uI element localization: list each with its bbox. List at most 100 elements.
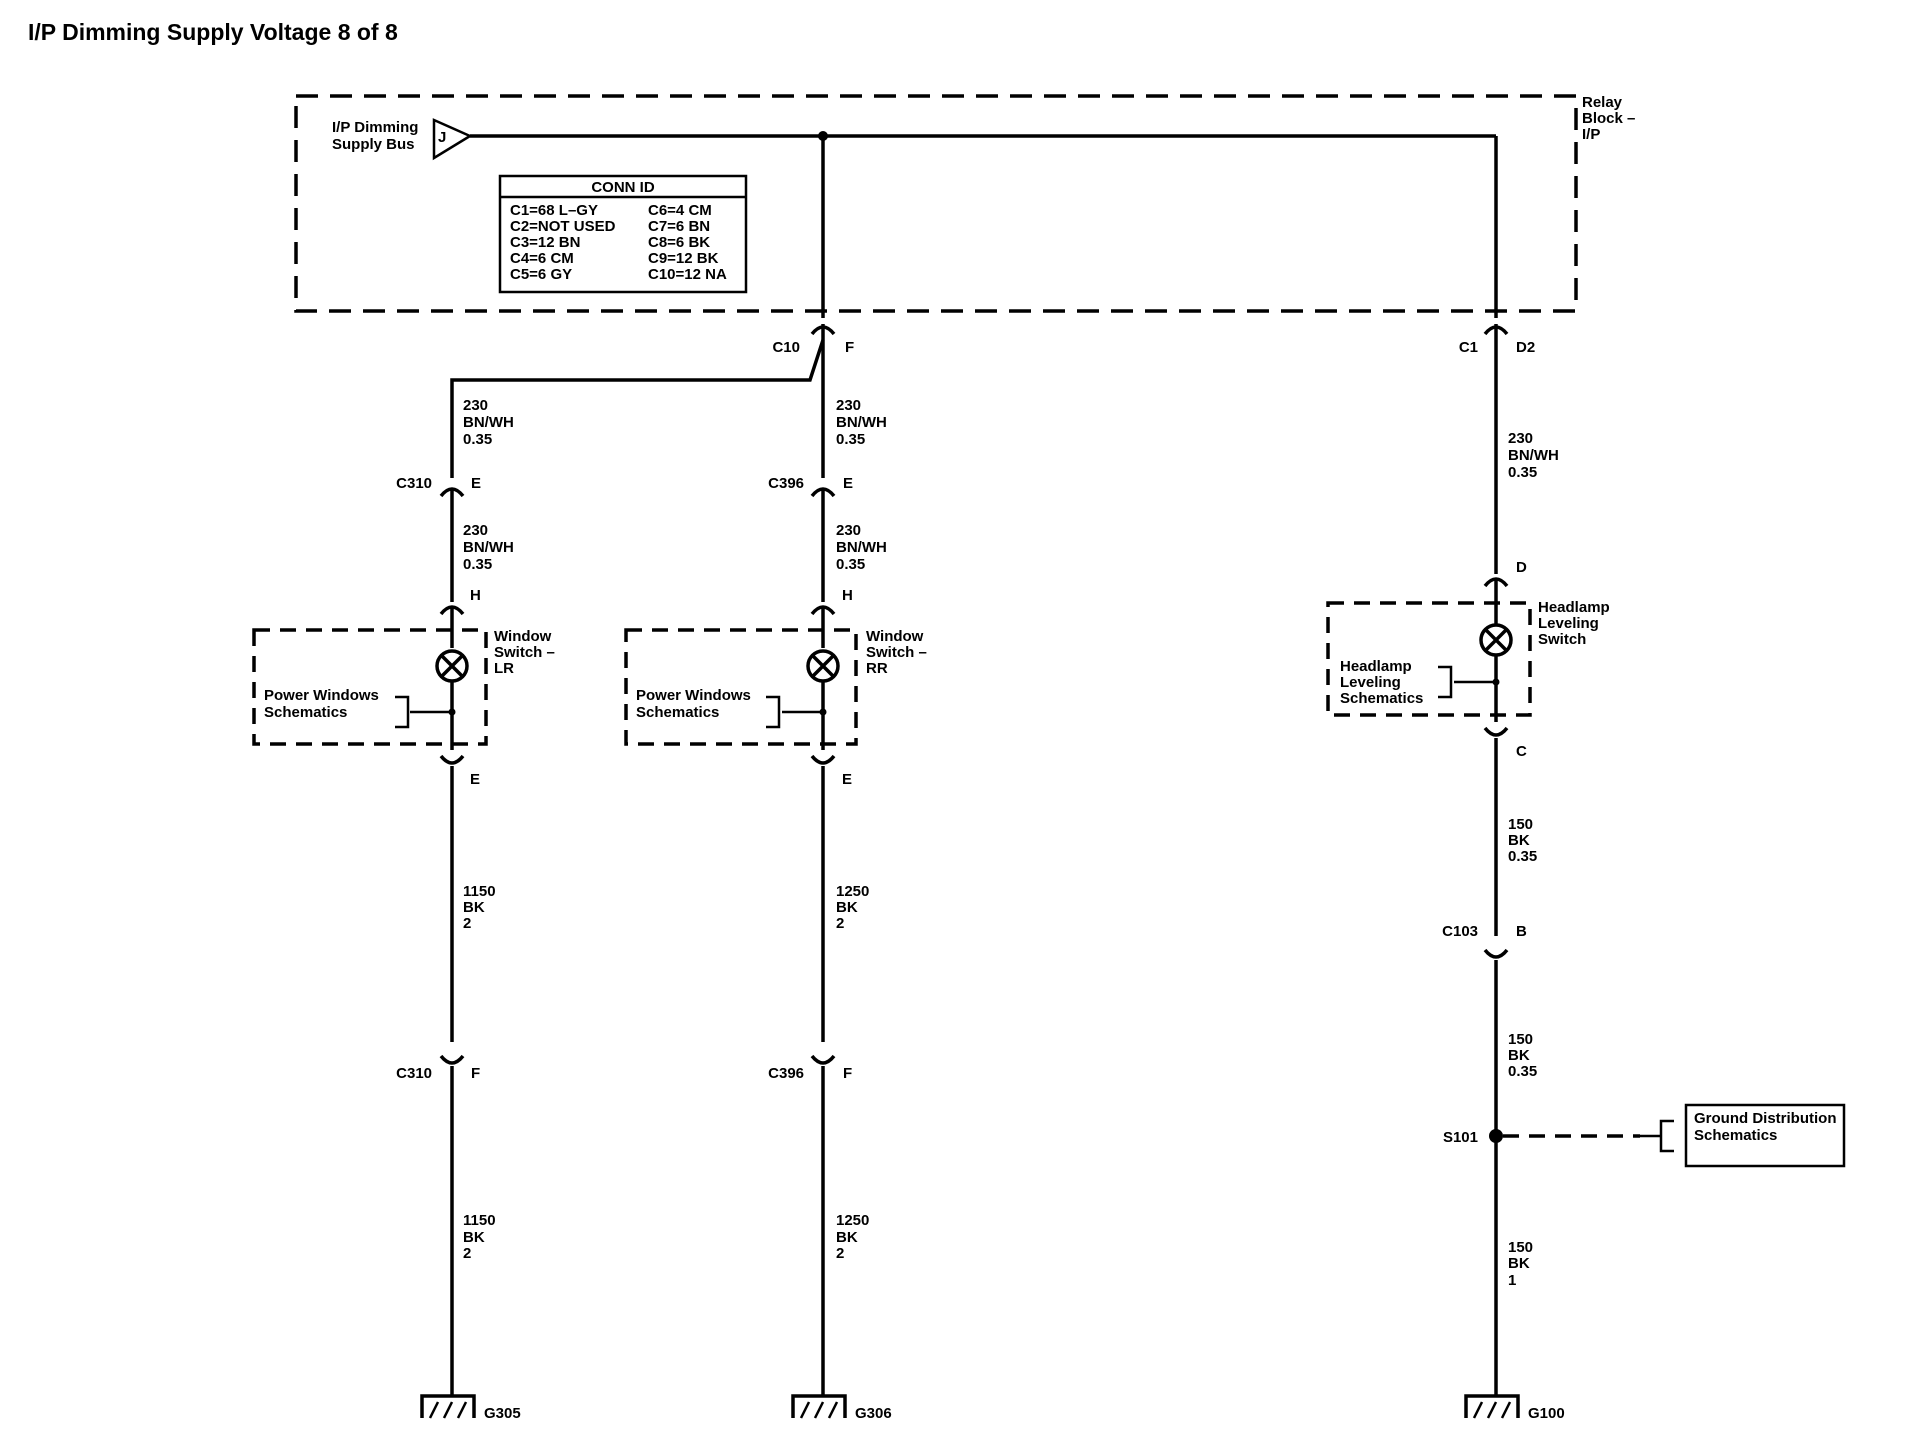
relay-block-outline: [294, 94, 1578, 313]
conn-id-c3: C3=12 BN: [510, 234, 580, 251]
c1-pin-label: D2: [1516, 339, 1535, 356]
rr-name-2: Switch –: [866, 644, 927, 661]
rr-ref-1: Power Windows: [636, 687, 751, 704]
rr-mid-size: 0.35: [836, 556, 865, 573]
g100-label: G100: [1528, 1405, 1565, 1422]
hl-ref-1: Headlamp: [1340, 658, 1412, 675]
hl-mid-circuit: 150: [1508, 1031, 1533, 1048]
window-switch-rr: Window Switch – RR Power Windows Schemat…: [624, 608, 927, 750]
rr-lower-circuit: 1250: [836, 883, 869, 900]
window-switch-lr: Window Switch – LR Power Windows Schemat…: [252, 608, 555, 750]
bus-pin-label: J: [438, 129, 446, 146]
connector-c103-b: C103 B: [1442, 923, 1527, 959]
lr-ground-size: 2: [463, 1245, 471, 1262]
hl-mid-size: 0.35: [1508, 1063, 1537, 1080]
lr-e-pin-label: E: [470, 771, 480, 788]
conn-id-c10: C10=12 NA: [648, 266, 727, 283]
hl-lower-circuit: 150: [1508, 816, 1533, 833]
rr-e-pin-label: E: [842, 771, 852, 788]
s101-label: S101: [1443, 1129, 1478, 1146]
connector-c396-e: C396 E: [768, 475, 853, 498]
connector-c310-f: C310 F: [396, 1054, 480, 1082]
lr-lower-circuit: 1150: [463, 883, 496, 900]
connector-rr-e: E: [810, 754, 852, 788]
hl-upper-color: BN/WH: [1508, 447, 1559, 464]
c103-pin-label: B: [1516, 923, 1527, 940]
hl-name-2: Leveling: [1538, 615, 1599, 632]
connector-c310-e: C310 E: [396, 475, 481, 498]
rr-upper-size: 0.35: [836, 431, 865, 448]
conn-id-c4: C4=6 CM: [510, 250, 574, 267]
ground-ref-1: Ground Distribution: [1694, 1110, 1836, 1127]
lr-name-3: LR: [494, 660, 514, 677]
c10-conn-label: C10: [772, 339, 800, 356]
lr-name-2: Switch –: [494, 644, 555, 661]
c310e-pin-label: E: [471, 475, 481, 492]
hl-name-1: Headlamp: [1538, 599, 1610, 616]
bus-pin-symbol: J: [432, 118, 473, 161]
ground-ref-2: Schematics: [1694, 1127, 1777, 1144]
hl-ref-2: Leveling: [1340, 674, 1401, 691]
c103-conn-label: C103: [1442, 923, 1478, 940]
connector-c396-f: C396 F: [768, 1054, 852, 1082]
headlamp-leveling-switch: Headlamp Leveling Switch Headlamp Leveli…: [1326, 580, 1610, 722]
splice-s101: S101: [1443, 1129, 1503, 1146]
hl-c-pin-label: C: [1516, 743, 1527, 760]
rr-upper-color: BN/WH: [836, 414, 887, 431]
rr-mid-color: BN/WH: [836, 539, 887, 556]
c396f-pin-label: F: [843, 1065, 852, 1082]
hl-lower-color: BK: [1508, 832, 1530, 849]
g305-label: G305: [484, 1405, 521, 1422]
rr-lower-color: BK: [836, 899, 858, 916]
conn-id-c2: C2=NOT USED: [510, 218, 616, 235]
lr-mid-size: 0.35: [463, 556, 492, 573]
hl-d-pin-label: D: [1516, 559, 1527, 576]
c396e-pin-label: E: [843, 475, 853, 492]
lr-lower-color: BK: [463, 899, 485, 916]
lr-upper-circuit: 230: [463, 397, 488, 414]
relay-block-name-2: Block –: [1582, 110, 1635, 127]
rr-ground-circuit: 1250: [836, 1212, 869, 1229]
rr-name-3: RR: [866, 660, 888, 677]
lr-mid-circuit: 230: [463, 522, 488, 539]
bus-label-1: I/P Dimming: [332, 119, 418, 136]
connector-c10-f: C10 F: [772, 325, 854, 356]
hl-ground-circuit: 150: [1508, 1239, 1533, 1256]
c310f-conn-label: C310: [396, 1065, 432, 1082]
lr-upper-size: 0.35: [463, 431, 492, 448]
lr-ref-1: Power Windows: [264, 687, 379, 704]
rr-upper-circuit: 230: [836, 397, 861, 414]
ground-distribution-ref: Ground Distribution Schematics: [1684, 1103, 1846, 1168]
rr-mid-circuit: 230: [836, 522, 861, 539]
conn-id-header: CONN ID: [591, 179, 655, 196]
conn-id-c5: C5=6 GY: [510, 266, 572, 283]
ground-ref-bracket: [1659, 1119, 1674, 1153]
rr-lower-size: 2: [836, 915, 844, 932]
ground-g305: G305: [420, 1394, 521, 1422]
rr-ground-size: 2: [836, 1245, 844, 1262]
hl-name-3: Switch: [1538, 631, 1586, 648]
hl-mid-color: BK: [1508, 1047, 1530, 1064]
conn-id-c9: C9=12 BK: [648, 250, 719, 267]
lr-lower-size: 2: [463, 915, 471, 932]
hl-upper-circuit: 230: [1508, 430, 1533, 447]
rr-name-1: Window: [866, 628, 924, 645]
wire-c10-to-c310: [450, 339, 825, 478]
conn-id-c8: C8=6 BK: [648, 234, 710, 251]
hl-lower-size: 0.35: [1508, 848, 1537, 865]
connector-rr-h: H: [810, 587, 853, 616]
conn-id-c7: C7=6 BN: [648, 218, 710, 235]
hl-ref-3: Schematics: [1340, 690, 1423, 707]
connector-lr-e: E: [439, 754, 480, 788]
lr-mid-color: BN/WH: [463, 539, 514, 556]
lr-name-1: Window: [494, 628, 552, 645]
g306-label: G306: [855, 1405, 892, 1422]
ground-g100: G100: [1464, 1394, 1565, 1422]
lr-ground-circuit: 1150: [463, 1212, 496, 1229]
bus-label-2: Supply Bus: [332, 136, 415, 153]
connector-hl-d: D: [1483, 559, 1527, 588]
c10-pin-label: F: [845, 339, 854, 356]
ground-g306: G306: [791, 1394, 892, 1422]
lr-ground-color: BK: [463, 1229, 485, 1246]
